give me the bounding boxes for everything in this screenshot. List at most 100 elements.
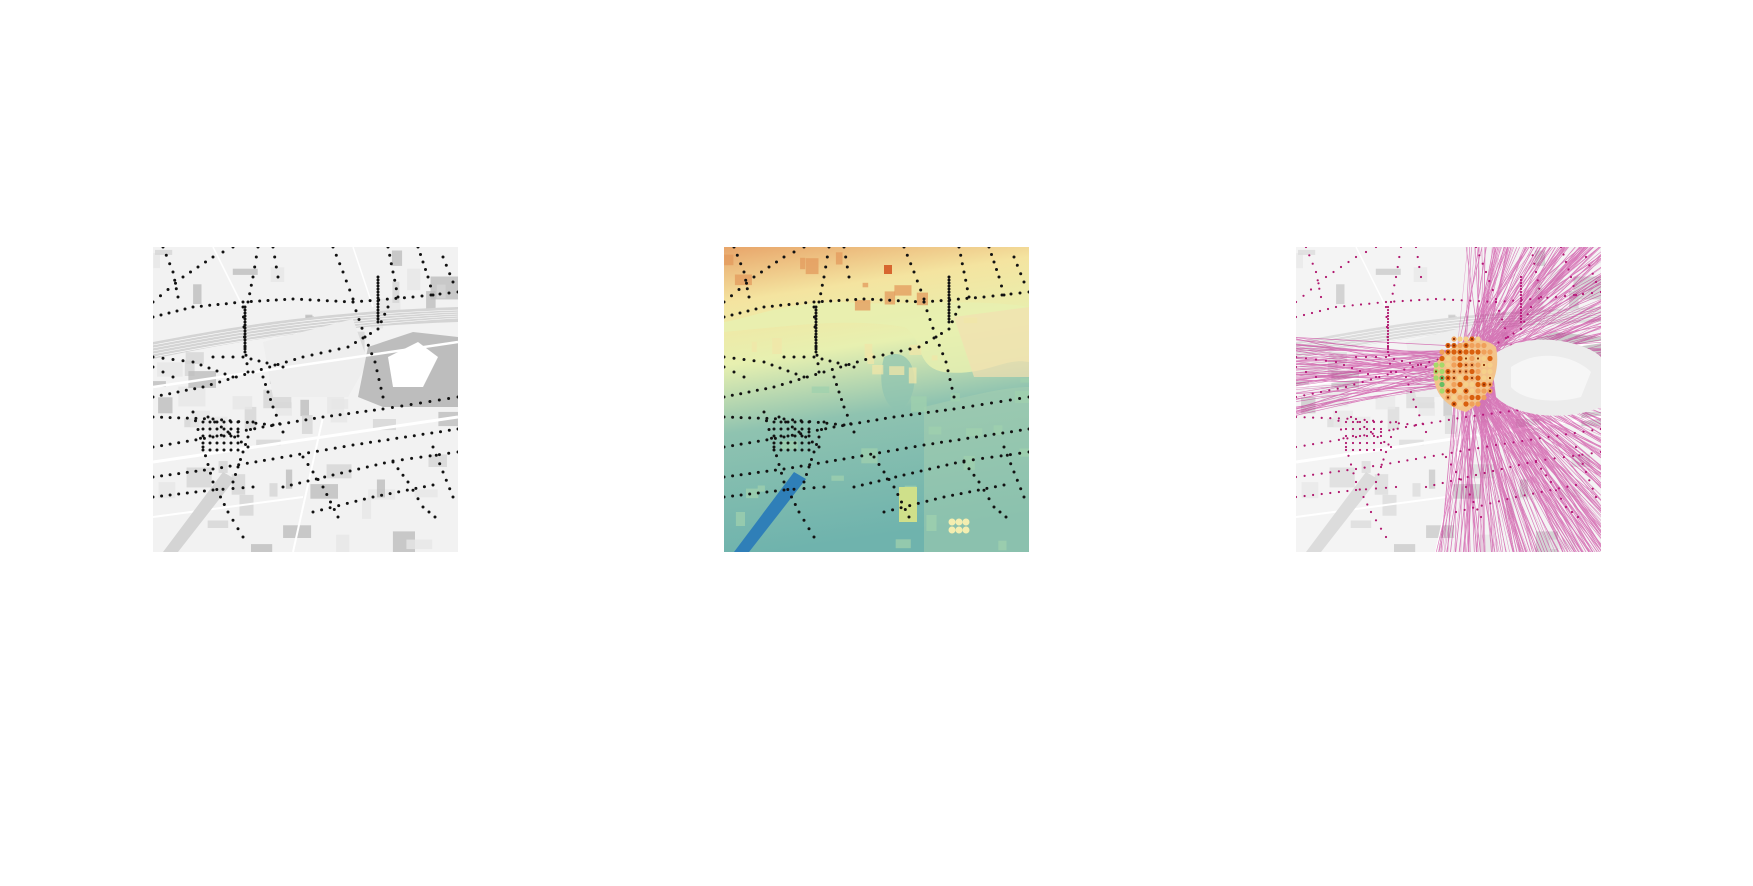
stop-dot <box>1376 435 1379 439</box>
stop-dot <box>201 385 205 389</box>
stop-dot <box>779 448 783 452</box>
stop-dot <box>814 344 818 348</box>
stop-dot <box>786 420 790 424</box>
stop-dot <box>364 409 368 413</box>
stop-dot <box>833 458 837 462</box>
stop-dot <box>959 492 963 496</box>
stop-dot <box>1362 495 1365 499</box>
stop-dot <box>199 436 202 440</box>
stop-dot <box>245 362 249 366</box>
stop-dot <box>231 518 235 522</box>
stop-dot <box>1391 292 1394 295</box>
stop-dot <box>742 375 746 379</box>
stop-dot <box>1022 495 1026 499</box>
stop-dot <box>800 420 804 424</box>
stop-dot <box>1000 284 1003 288</box>
stop-dot <box>829 299 833 303</box>
flow-line <box>1480 378 1483 552</box>
stop-dot <box>779 441 783 445</box>
building-block <box>1569 291 1579 314</box>
stop-dot <box>211 255 215 259</box>
stop-dot <box>793 448 797 452</box>
stop-dot <box>1342 437 1345 440</box>
stop-dot <box>847 275 851 279</box>
origin-stop <box>1470 337 1474 341</box>
stop-dot <box>237 463 241 467</box>
stop-dot <box>281 485 285 489</box>
stop-dot <box>168 262 172 266</box>
stop-dot <box>243 320 247 324</box>
stop-dot <box>962 460 966 464</box>
stop-dot <box>724 475 726 479</box>
stop-dot <box>901 414 905 418</box>
origin-cell <box>1469 342 1475 349</box>
stop-dot <box>842 405 846 409</box>
stop-dot <box>744 278 748 282</box>
building-footprint <box>811 386 830 393</box>
stop-dot <box>852 485 856 489</box>
stop-dot <box>992 432 996 436</box>
stop-dot <box>940 440 943 444</box>
building-footprint <box>772 338 782 354</box>
stop-dot <box>1352 472 1355 475</box>
stop-dot <box>1389 421 1392 424</box>
building-footprint <box>963 455 975 470</box>
transit-stops <box>153 247 458 539</box>
stop-dot <box>814 329 818 333</box>
stop-dot <box>1329 440 1332 443</box>
building-block <box>1412 483 1421 497</box>
stop-dot <box>724 495 726 499</box>
stop-dot <box>782 480 786 484</box>
stop-dot <box>922 300 926 304</box>
railway-band <box>153 307 458 359</box>
building-block <box>1298 249 1316 255</box>
stop-dot <box>779 420 783 424</box>
stop-dot <box>1389 435 1393 439</box>
origin-stop <box>1434 370 1438 373</box>
stop-dot <box>971 404 975 408</box>
flow-line <box>1474 247 1525 359</box>
river-channel <box>734 472 806 552</box>
stop-dot <box>222 503 226 506</box>
stop-dot <box>748 472 752 476</box>
stop-dot <box>814 335 818 339</box>
stop-dot <box>939 299 943 303</box>
stop-dot <box>363 335 367 339</box>
stop-dot <box>306 479 310 483</box>
stop-dot <box>243 314 247 318</box>
stop-dot <box>872 355 876 359</box>
stop-dot <box>344 279 348 283</box>
stop-dot <box>246 445 250 449</box>
stop-dot <box>1386 335 1390 339</box>
stop-dot <box>1314 270 1318 274</box>
flow-line <box>1469 247 1565 349</box>
stop-dot <box>786 448 790 452</box>
stop-dot <box>160 415 164 419</box>
flow-line <box>1478 375 1504 552</box>
stop-dot <box>1377 473 1380 476</box>
stop-dot <box>447 428 451 432</box>
building-block <box>153 253 160 269</box>
stop-dot <box>919 469 923 473</box>
stop-dot <box>444 263 448 267</box>
origin-stop <box>1470 363 1474 367</box>
stop-dot <box>329 500 332 504</box>
stop-dot <box>1366 503 1369 506</box>
stop-dot <box>950 386 954 390</box>
origin-cell <box>1445 355 1451 362</box>
building-block <box>269 483 278 497</box>
stop-dot <box>226 510 230 514</box>
stop-dot <box>342 445 346 449</box>
stop-dot <box>1296 415 1298 419</box>
stop-dot <box>928 318 932 321</box>
stop-dot <box>253 265 257 269</box>
stop-dot <box>1344 427 1348 431</box>
tank <box>948 518 956 526</box>
stop-dot <box>738 311 742 315</box>
stop-dot <box>961 406 965 409</box>
stop-dot <box>1296 315 1298 319</box>
stop-dot <box>268 365 272 369</box>
building-footprint <box>861 448 878 464</box>
stop-dot <box>289 454 293 458</box>
stop-dot <box>807 420 811 424</box>
